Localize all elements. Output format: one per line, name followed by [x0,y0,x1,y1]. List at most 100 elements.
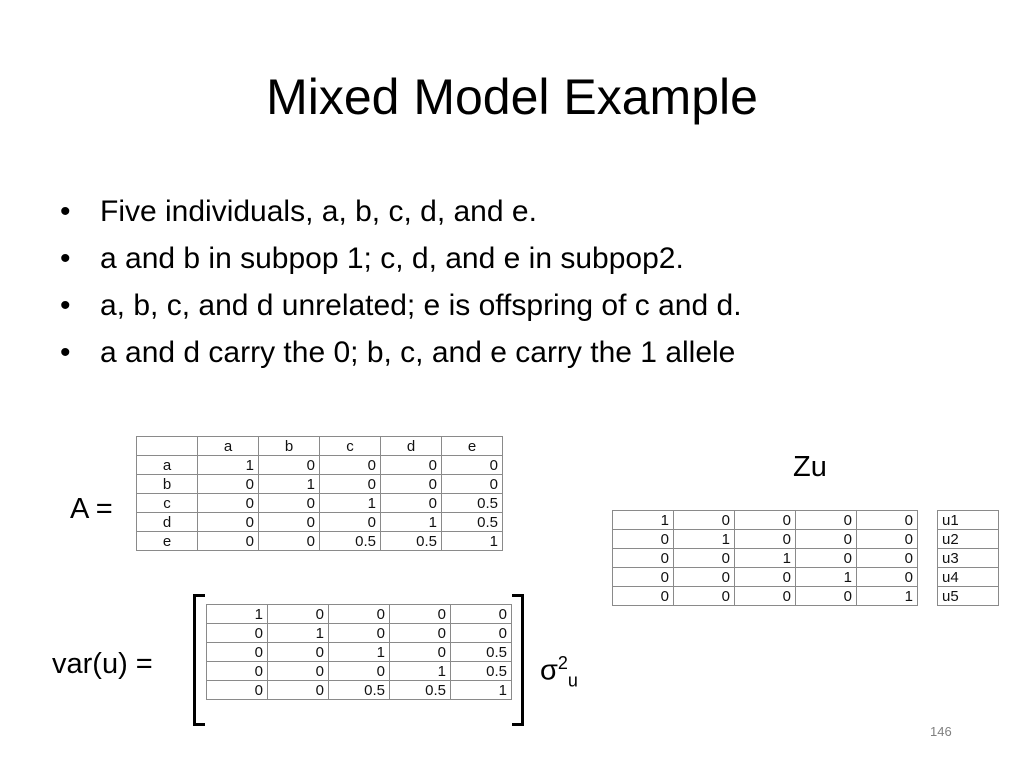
var-u-cell: 0.5 [389,680,451,700]
sigma-subscript: u [567,670,578,691]
sigma-superscript: 2 [557,653,568,673]
a-matrix-row-header: d [136,512,198,532]
z-matrix-cell: 1 [795,567,857,587]
z-matrix-cell: 0 [673,586,735,606]
a-matrix-cell: 1 [258,474,320,494]
var-u-cell: 0 [389,642,451,662]
z-matrix-cell: 0 [734,567,796,587]
var-u-cell: 0.5 [328,680,390,700]
a-matrix-header-row: a b c d e [136,436,503,456]
z-matrix-cell: 0 [856,529,918,549]
u-vector-row: u5 [937,586,999,606]
var-u-cell: 1 [450,680,512,700]
a-matrix-cell: 0.5 [319,531,381,551]
var-u-cell: 0.5 [450,642,512,662]
a-matrix-row-header: b [136,474,198,494]
var-u-cell: 0 [206,642,268,662]
z-matrix-cell: 0 [734,586,796,606]
var-u-cell: 0 [450,604,512,624]
u-vector-cell: u5 [937,586,999,606]
z-matrix-cell: 0 [856,510,918,530]
a-matrix-cell: 1 [319,493,381,513]
a-matrix-cell: 0.5 [380,531,442,551]
var-u-cell: 1 [267,623,329,643]
a-matrix-row-header: c [136,493,198,513]
a-matrix-col-header: a [197,436,259,456]
a-matrix-cell: 0 [197,493,259,513]
a-matrix-row-header: e [136,531,198,551]
a-matrix-cell: 1 [441,531,503,551]
a-matrix-cell: 0 [380,474,442,494]
sigma-squared-u: σ2u [540,645,578,698]
bullet-item: a, b, c, and d unrelated; e is offspring… [60,282,742,329]
u-vector-cell: u4 [937,567,999,587]
z-matrix-cell: 0 [795,586,857,606]
a-matrix-cell: 0 [319,455,381,475]
z-matrix-cell: 0 [612,567,674,587]
var-u-cell: 0 [206,623,268,643]
z-matrix-cell: 0 [612,529,674,549]
a-matrix-cell: 0.5 [441,493,503,513]
left-bracket [193,594,205,726]
z-matrix-cell: 0 [612,586,674,606]
z-matrix-cell: 1 [612,510,674,530]
z-matrix-cell: 0 [673,567,735,587]
u-vector-cell: u1 [937,510,999,530]
z-matrix-cell: 0 [795,510,857,530]
z-matrix-cell: 0 [612,548,674,568]
a-matrix-col-header: c [319,436,381,456]
var-u-cell: 0 [328,661,390,681]
a-matrix-col-header: e [441,436,503,456]
sigma-symbol: σ [540,654,558,687]
var-u-cell: 0 [206,661,268,681]
z-matrix-cell: 0 [856,567,918,587]
slide-title: Mixed Model Example [266,69,758,125]
z-matrix-cell: 0 [734,529,796,549]
a-matrix-cell: 0 [258,455,320,475]
bullet-item: a and b in subpop 1; c, d, and e in subp… [60,235,742,282]
bullet-list: Five individuals, a, b, c, d, and e. a a… [60,188,742,376]
z-matrix-cell: 1 [673,529,735,549]
a-matrix-col-header: d [380,436,442,456]
a-matrix-cell: 1 [197,455,259,475]
var-u-cell: 0 [267,680,329,700]
a-matrix-cell: 0 [258,512,320,532]
var-u-cell: 0 [267,604,329,624]
var-u-cell: 0.5 [450,661,512,681]
a-matrix-col-header: b [258,436,320,456]
bullet-item: Five individuals, a, b, c, d, and e. [60,188,742,235]
u-vector-row: u1 [937,510,999,530]
page-number: 146 [930,724,952,739]
zu-label: Zu [793,451,827,483]
a-matrix-cell: 0 [197,531,259,551]
var-u-cell: 1 [328,642,390,662]
u-vector-cell: u3 [937,548,999,568]
u-vector-row: u3 [937,548,999,568]
z-matrix-cell: 0 [673,548,735,568]
var-u-cell: 0 [328,604,390,624]
z-matrix-cell: 0 [795,548,857,568]
right-bracket [512,594,524,726]
a-matrix-label: A = [70,493,113,525]
u-vector-row: u2 [937,529,999,549]
z-matrix-cell: 0 [795,529,857,549]
var-u-cell: 0 [389,604,451,624]
var-u-cell: 1 [206,604,268,624]
u-vector-cell: u2 [937,529,999,549]
a-matrix-row-header: a [136,455,198,475]
